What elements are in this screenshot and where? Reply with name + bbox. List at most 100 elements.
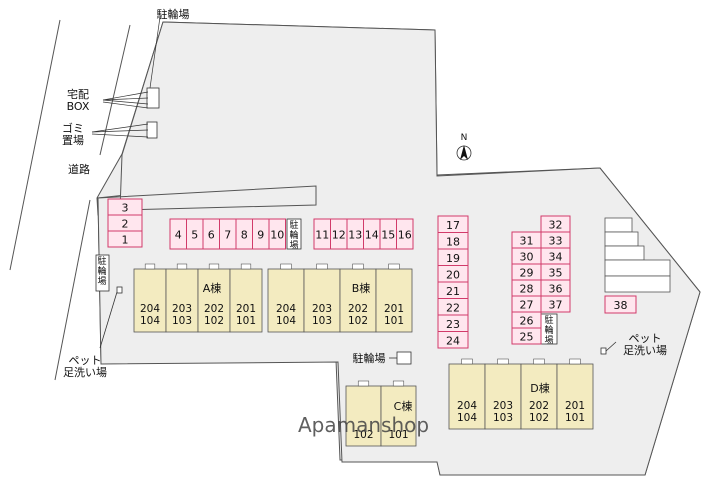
unit-number: 203 — [312, 303, 332, 315]
building-a-name: A棟 — [203, 281, 222, 295]
pet-wash-right-icon — [600, 347, 607, 355]
parking-space: 31 — [511, 231, 542, 249]
leader-lines — [91, 16, 161, 138]
unit-number: 101 — [565, 412, 585, 424]
road-line-1 — [9, 19, 61, 271]
parking-number: 30 — [520, 251, 534, 264]
parking-number: 28 — [520, 283, 534, 296]
parking-number: 8 — [241, 229, 248, 242]
parking-number: 20 — [446, 268, 460, 281]
parking-space: 10 — [268, 218, 286, 250]
parking-number: 29 — [520, 267, 534, 280]
pet-wash-right-label: ペット足洗い場 — [623, 332, 667, 357]
parking-number: 13 — [348, 229, 362, 242]
parking-number: 9 — [257, 229, 264, 242]
parking-number: 14 — [365, 229, 379, 242]
unit-number: 204 — [140, 303, 160, 315]
parking-number: 22 — [446, 301, 460, 314]
parking-space: 3 — [107, 198, 143, 216]
north-arrow-icon — [456, 145, 472, 161]
unit-number: 104 — [457, 412, 477, 424]
road-label: 道路 — [68, 162, 90, 176]
parking-space: 25 — [511, 327, 542, 345]
parking-number: 7 — [224, 229, 231, 242]
parking-number: 37 — [549, 299, 563, 312]
parking-space: 28 — [511, 279, 542, 297]
unit-number: 201 — [384, 303, 404, 315]
bike-parking-left — [95, 254, 110, 292]
parking-space: 12 — [330, 218, 348, 250]
parking-number: 31 — [520, 235, 534, 248]
unit-number: 104 — [276, 315, 296, 327]
parking-space: 13 — [346, 218, 364, 250]
parking-number: 15 — [381, 229, 395, 242]
parking-space: 32 — [540, 215, 571, 233]
pet-wash-left-icon — [116, 286, 123, 294]
right-structure — [604, 217, 671, 293]
parking-number: 36 — [549, 283, 563, 296]
parking-number: 16 — [398, 229, 412, 242]
parking-number: 32 — [549, 219, 563, 232]
unit-number: 102 — [204, 315, 224, 327]
parking-space: 6 — [202, 218, 220, 250]
parking-space: 26 — [511, 311, 542, 329]
parking-number: 6 — [208, 229, 215, 242]
unit-number: 203 — [172, 303, 192, 315]
parking-space: 7 — [219, 218, 237, 250]
parking-space: 29 — [511, 263, 542, 281]
unit-number: 101 — [384, 315, 404, 327]
parking-space: 11 — [313, 218, 331, 250]
unit-number: 202 — [348, 303, 368, 315]
parking-space: 5 — [186, 218, 204, 250]
parking-number: 2 — [122, 218, 129, 231]
unit-number: 103 — [312, 315, 332, 327]
parking-space: 14 — [363, 218, 381, 250]
parking-space: 24 — [437, 331, 469, 349]
parking-number: 38 — [614, 299, 628, 312]
parking-space: 22 — [437, 298, 469, 316]
bike-parking-right-label: 駐輪場 — [544, 314, 553, 346]
unit-number: 201 — [236, 303, 256, 315]
parking-number: 11 — [315, 229, 329, 242]
unit-number: 103 — [172, 315, 192, 327]
bike-parking-left-label: 駐輪場 — [97, 255, 106, 287]
parking-number: 25 — [520, 331, 534, 344]
parking-space: 2 — [107, 214, 143, 232]
road-line-3 — [54, 199, 91, 381]
building-b-name: B棟 — [352, 281, 371, 295]
unit-number: 204 — [276, 303, 296, 315]
parking-space: 17 — [437, 215, 469, 233]
parking-number: 10 — [270, 229, 284, 242]
parking-space: 34 — [540, 247, 571, 265]
parking-number: 3 — [122, 202, 129, 215]
parking-number: 23 — [446, 318, 460, 331]
bike-parking-mid-label: 駐輪場 — [353, 351, 386, 365]
parking-number: 12 — [332, 229, 346, 242]
parking-number: 26 — [520, 315, 534, 328]
parking-space: 36 — [540, 279, 571, 297]
parking-number: 35 — [549, 267, 563, 280]
parking-space: 19 — [437, 248, 469, 266]
garbage-label: ゴミ置場 — [62, 121, 84, 147]
unit-number: 102 — [529, 412, 549, 424]
parking-space: 21 — [437, 281, 469, 299]
unit-number: 103 — [493, 412, 513, 424]
parking-space: 38 — [604, 295, 637, 314]
parking-space: 23 — [437, 314, 469, 332]
unit-number: 204 — [457, 400, 477, 412]
unit-number: 104 — [140, 315, 160, 327]
bike-parking-mid — [396, 351, 412, 365]
watermark: Apamanshop — [298, 413, 429, 437]
road-line-2 — [99, 24, 131, 156]
parking-number: 27 — [520, 299, 534, 312]
garbage-structure — [146, 121, 158, 139]
unit-number: 202 — [529, 400, 549, 412]
unit-number: 102 — [348, 315, 368, 327]
